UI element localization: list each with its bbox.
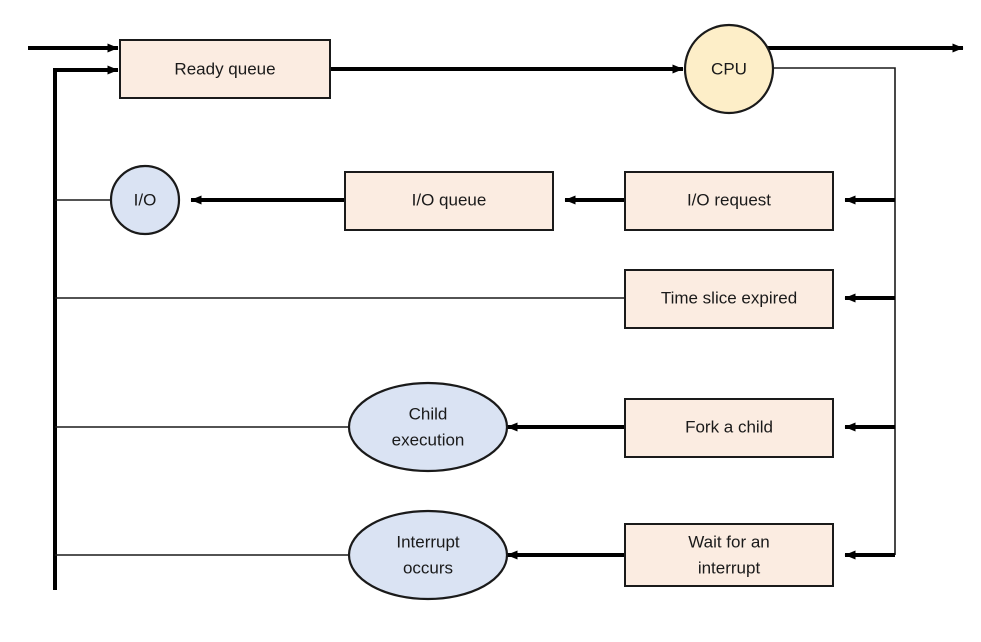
io-queue-label: I/O queue (412, 190, 487, 209)
io-request-box (624, 171, 834, 231)
io-label: I/O (134, 190, 157, 209)
interrupt-occurs-label-line2: occurs (403, 558, 453, 577)
edge-feedback-spine-to-ready-queue (53, 65, 119, 590)
node-ready-queue[interactable]: Ready queue (119, 39, 331, 99)
child-execution-label-line1: Child (409, 404, 448, 423)
time-slice-expired-label: Time slice expired (661, 288, 797, 307)
wait-for-an-interrupt-label-line2: interrupt (698, 558, 761, 577)
ready-queue-label: Ready queue (174, 59, 275, 78)
node-io[interactable]: I/O (109, 164, 181, 236)
time-slice-expired-box (624, 269, 834, 329)
io-request-label: I/O request (687, 190, 771, 209)
fork-a-child-label: Fork a child (685, 417, 773, 436)
edge-cpu-to-right-spine (772, 67, 896, 555)
node-io-queue[interactable]: I/O queue (344, 171, 554, 231)
wait-for-an-interrupt-box (624, 523, 834, 587)
fork-a-child-box (624, 398, 834, 458)
ready-queue-box (119, 39, 331, 99)
wait-for-an-interrupt-label-line1: Wait for an (688, 532, 770, 551)
node-child-execution[interactable]: Child execution (347, 381, 509, 473)
node-cpu[interactable]: CPU (683, 23, 775, 115)
io-circle (109, 164, 181, 236)
cpu-circle (683, 23, 775, 115)
node-time-slice-expired[interactable]: Time slice expired (624, 269, 834, 329)
interrupt-occurs-label-line1: Interrupt (396, 532, 460, 551)
cpu-label: CPU (711, 59, 747, 78)
node-wait-for-an-interrupt[interactable]: Wait for an interrupt (624, 523, 834, 587)
interrupt-occurs-ellipse (347, 509, 509, 601)
node-fork-a-child[interactable]: Fork a child (624, 398, 834, 458)
child-execution-label-line2: execution (392, 430, 465, 449)
io-queue-box (344, 171, 554, 231)
child-execution-ellipse (347, 381, 509, 473)
node-io-request[interactable]: I/O request (624, 171, 834, 231)
node-interrupt-occurs[interactable]: Interrupt occurs (347, 509, 509, 601)
